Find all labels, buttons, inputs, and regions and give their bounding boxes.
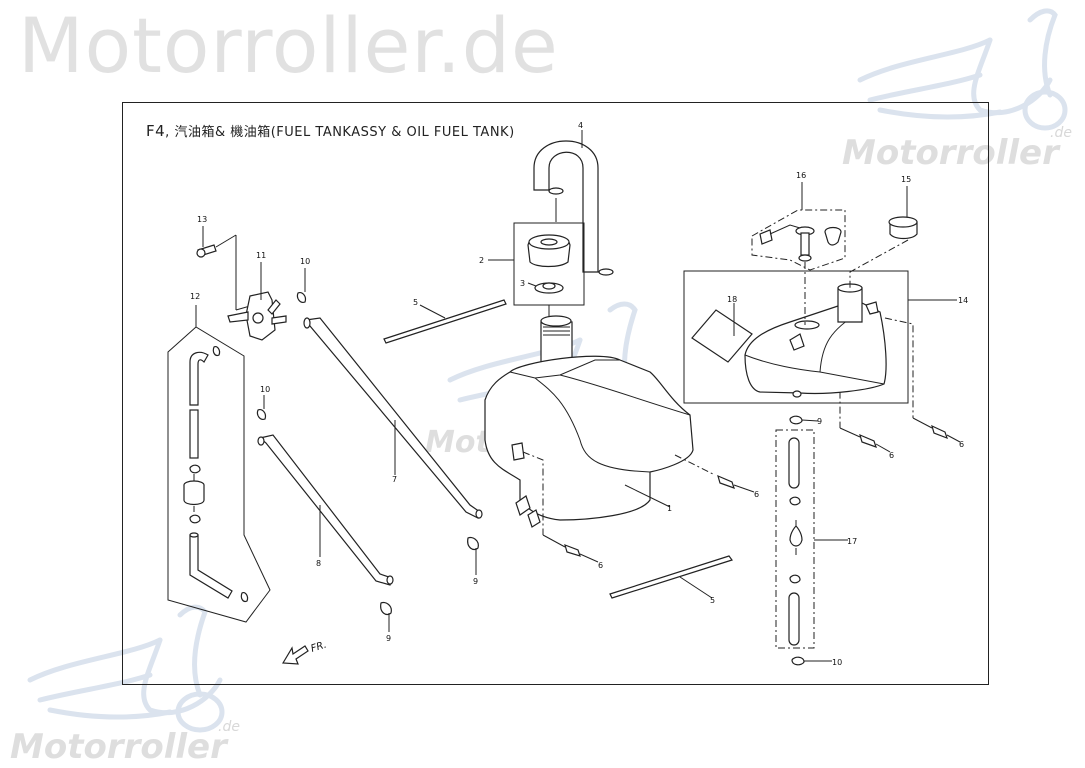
callout-5a: 5	[413, 298, 418, 307]
watermark-logo-suffix: .de	[218, 719, 240, 735]
part-1-fuel-tank[interactable]: 1	[484, 315, 694, 528]
callout-10c: 10	[832, 658, 842, 667]
title-chinese: 汽油箱& 機油箱	[174, 125, 271, 140]
callout-4: 4	[578, 121, 583, 130]
part-10-clip[interactable]: 10	[791, 656, 842, 667]
diagram-frame	[122, 102, 989, 685]
callout-7: 7	[392, 475, 397, 484]
part-5-rubber-strip-top[interactable]: 5	[383, 298, 507, 344]
direction-label: FR.	[310, 639, 329, 654]
watermark-site-name: Motorroller.de	[18, 1, 559, 90]
part-8-fuel-hose[interactable]: 8	[257, 434, 394, 586]
part-13-bolt[interactable]: 13	[196, 215, 251, 311]
callout-15: 15	[901, 175, 911, 184]
callout-12: 12	[190, 292, 200, 301]
callout-2: 2	[479, 256, 484, 265]
callout-9b: 9	[386, 634, 391, 643]
callout-17: 17	[847, 537, 857, 546]
callout-6a: 6	[598, 561, 603, 570]
part-9-hose-clip[interactable]: 9	[467, 536, 479, 586]
part-2-fuel-cap-assy[interactable]: 2	[479, 222, 585, 306]
callout-6c: 6	[889, 451, 894, 460]
callout-9c: 9	[817, 417, 822, 426]
part-10-clip[interactable]: 10	[296, 257, 310, 303]
callout-18: 18	[727, 295, 737, 304]
part-12-fuel-filter-assy[interactable]: 12	[167, 292, 271, 623]
callout-6b: 6	[754, 490, 759, 499]
part-6-bolt-tank-right[interactable]: 6	[674, 454, 759, 499]
part-4-breather-hose[interactable]: 4	[533, 121, 614, 276]
callout-16: 16	[796, 171, 806, 180]
callout-13: 13	[197, 215, 207, 224]
callout-6d: 6	[959, 440, 964, 449]
title-separator: ,	[165, 125, 170, 140]
part-9-hose-clip[interactable]: 9	[789, 415, 822, 426]
callout-10b: 10	[260, 385, 270, 394]
title-english: (FUEL TANKASSY & OIL FUEL TANK)	[270, 125, 515, 140]
scooter-logo-icon	[857, 8, 1068, 131]
callout-10a: 10	[300, 257, 310, 266]
part-6-bolt-tank-side[interactable]: 6	[522, 451, 603, 570]
front-direction-arrow-icon: FR.	[281, 639, 329, 665]
part-9-hose-clip[interactable]: 9	[380, 601, 392, 643]
watermark-logo-top-right: Motorroller	[842, 133, 1059, 173]
part-18-label[interactable]: 18	[691, 295, 753, 363]
part-11-fuel-cock[interactable]: 11	[227, 251, 287, 341]
scooter-logo-icon	[27, 604, 225, 733]
watermark-logo-bottom-left: Motorroller	[10, 727, 227, 767]
part-15-oil-tank-cap[interactable]: 15	[849, 175, 918, 288]
callout-1: 1	[667, 504, 672, 513]
part-16-oil-level-sensor[interactable]: 16	[751, 171, 846, 325]
part-3-cap-gasket[interactable]: 3	[520, 279, 564, 318]
callout-8: 8	[316, 559, 321, 568]
callout-9a: 9	[473, 577, 478, 586]
callout-14: 14	[958, 296, 968, 305]
diagram-title: F4, 汽油箱& 機油箱(FUEL TANKASSY & OIL FUEL TA…	[146, 121, 515, 140]
callout-11: 11	[256, 251, 266, 260]
part-17-oil-hose-assy[interactable]: 17	[775, 429, 857, 649]
part-5-rubber-strip-bottom[interactable]: 5	[609, 555, 733, 605]
callout-5b: 5	[710, 596, 715, 605]
watermark-logo-suffix: .de	[1050, 125, 1072, 141]
callout-3: 3	[520, 279, 525, 288]
diagram-code: F4	[146, 122, 166, 140]
part-6-bolt-oiltank-right[interactable]: 6	[884, 317, 964, 449]
part-7-fuel-hose[interactable]: 7	[303, 317, 483, 519]
part-10-clip[interactable]: 10	[256, 385, 270, 420]
